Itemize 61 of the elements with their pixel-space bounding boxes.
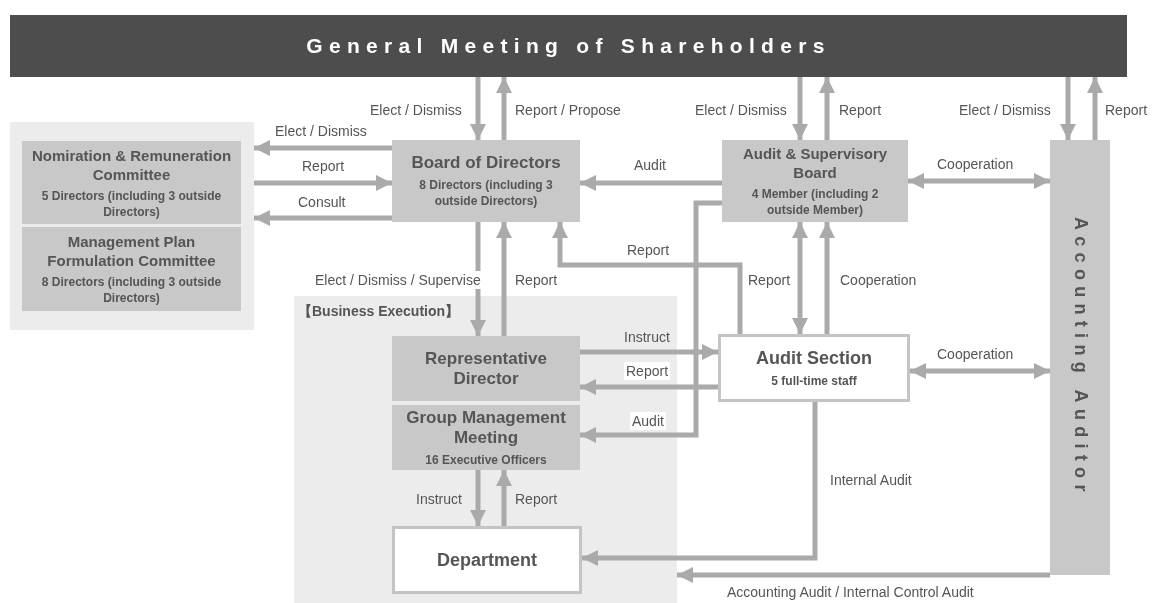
arrow — [496, 77, 512, 140]
edge-label: Report / Propose — [513, 101, 623, 119]
node-title: Department — [437, 549, 537, 571]
arrow — [582, 402, 818, 566]
edge-label: Cooperation — [935, 345, 1016, 363]
arrow — [792, 222, 808, 334]
arrow — [580, 379, 718, 395]
arrow — [580, 344, 718, 360]
arrow — [1060, 77, 1076, 140]
node-title: General Meeting of Shareholders — [306, 33, 831, 60]
node-subtitle: 4 Member (including 2 outside Member) — [750, 186, 880, 218]
arrow — [496, 222, 512, 336]
node-title: 【Business Execution】 — [298, 302, 460, 321]
organization-box — [722, 140, 908, 222]
node-subtitle: 8 Directors (including 3 outside Directors) — [40, 274, 223, 306]
organization-box — [392, 140, 580, 222]
node-subtitle: 5 Directors (including 3 outside Directors) — [40, 187, 223, 220]
arrow — [580, 200, 722, 443]
arrow — [470, 77, 486, 140]
edge-label: Accounting Audit / Internal Control Audit — [725, 583, 976, 601]
arrow — [819, 222, 835, 334]
edge-label: Cooperation — [935, 155, 1016, 173]
edge-label: Elect / Dismiss / Supervise — [313, 271, 483, 289]
node-title: Board of Directors — [411, 153, 561, 173]
arrow — [496, 470, 512, 526]
shareholders-meeting-bar — [10, 15, 1127, 77]
node-title: Management Plan Formulation Committee — [46, 232, 217, 270]
organization-box — [718, 334, 910, 402]
arrow — [819, 77, 835, 140]
node-subtitle: 16 Executive Officers — [424, 451, 548, 468]
organization-box — [392, 526, 582, 594]
node-title: Audit & Supervisory Board — [741, 144, 889, 182]
node-title: Group Management Meeting — [405, 407, 567, 448]
committee-panel — [10, 122, 254, 330]
edge-label: Audit — [630, 412, 666, 430]
arrow — [677, 567, 1050, 583]
arrow — [254, 210, 392, 226]
node-title: Accounting Auditor — [1069, 217, 1092, 498]
arrow — [552, 222, 743, 334]
arrow — [580, 175, 722, 191]
edge-label: Cooperation — [838, 271, 919, 289]
arrow — [910, 363, 1050, 379]
arrow — [254, 175, 392, 191]
organization-box — [22, 227, 241, 311]
node-subtitle: 5 full-time staff — [770, 373, 858, 389]
arrow — [254, 140, 392, 156]
arrow — [1087, 77, 1103, 140]
node-title: Nomiration & Remuneration Committee — [30, 145, 233, 184]
organization-box — [22, 141, 241, 224]
execution-panel — [294, 296, 677, 603]
arrow — [470, 222, 486, 336]
edge-label: Report — [624, 362, 671, 380]
node-title: Audit Section — [756, 347, 872, 369]
arrow — [470, 470, 486, 526]
arrow — [908, 173, 1050, 189]
auditor-bar — [1050, 140, 1110, 575]
organization-box — [392, 405, 580, 470]
organization-box — [392, 336, 580, 401]
node-subtitle: 8 Directors (including 3 outside Directors) — [418, 177, 554, 209]
arrow — [792, 77, 808, 140]
node-title: Representative Director — [424, 348, 548, 389]
